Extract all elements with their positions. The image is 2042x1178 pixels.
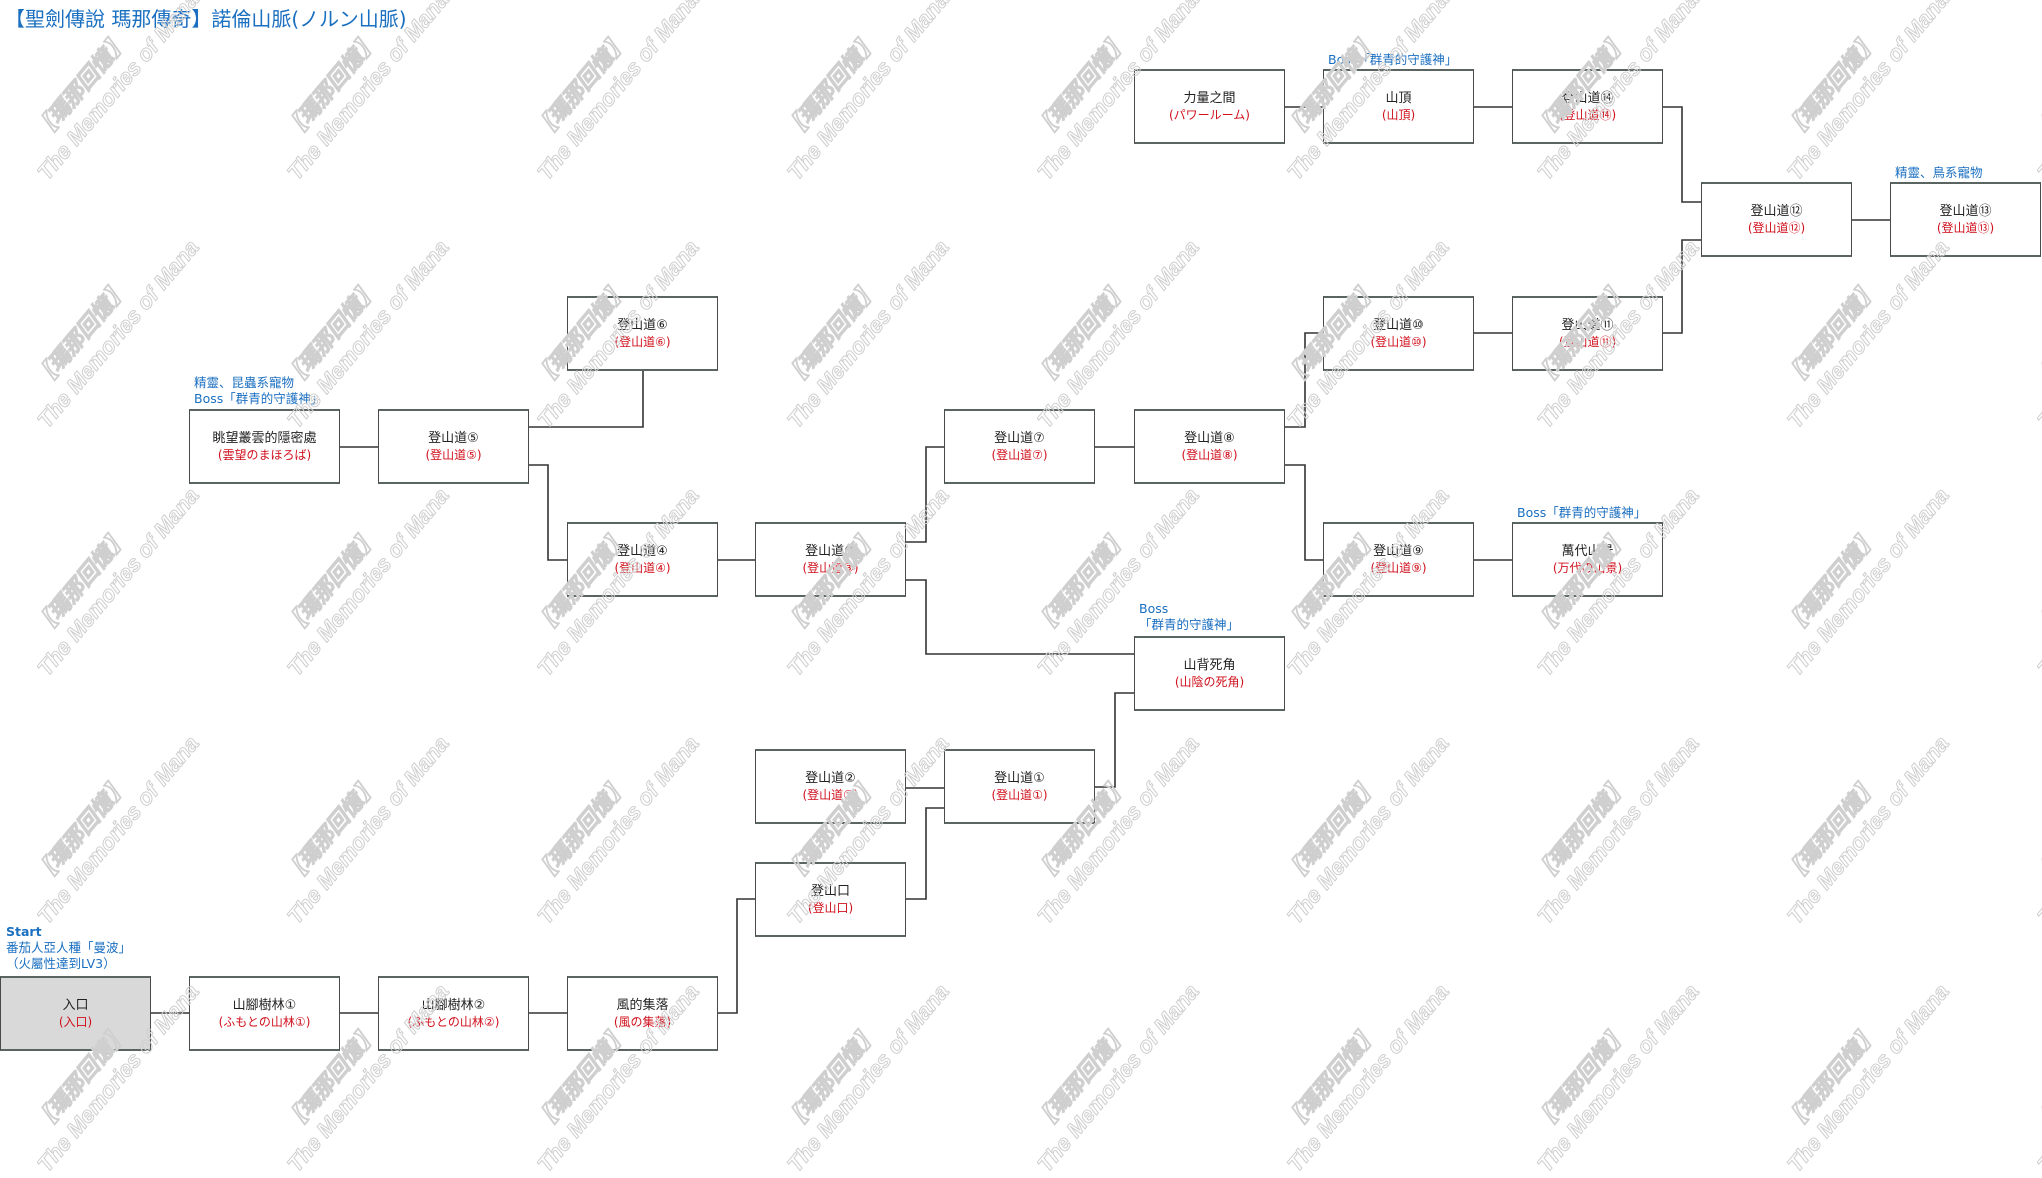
- node-subname: (登山道⑨): [1370, 561, 1427, 575]
- node-name: 登山道⑭: [1561, 91, 1614, 106]
- node-subname: (登山道⑭): [1558, 108, 1617, 122]
- node-subname: (登山道②): [802, 788, 859, 802]
- connector: [529, 464, 567, 561]
- node-name: 風的集落: [616, 998, 669, 1013]
- node-name: 入口: [62, 998, 89, 1013]
- node-hidden-cloud-view: 眺望叢雲的隱密處 (雲望のまほろば): [189, 409, 340, 484]
- node-name: 登山道④: [617, 544, 668, 559]
- node-foothill-forest-2: 山腳樹林② (ふもとの山林②): [378, 976, 529, 1051]
- node-name: 萬代山景: [1561, 544, 1614, 559]
- node-subname: (登山道⑧): [1181, 448, 1238, 462]
- blind-spot-boss-name: 「群青的守護神」: [1139, 617, 1240, 632]
- node-blind-spot: 山背死角 (山陰の死角): [1134, 636, 1285, 711]
- node-subname: (入口): [58, 1015, 93, 1029]
- node-name: 力量之間: [1183, 91, 1236, 106]
- node-name: 登山道⑨: [1373, 544, 1424, 559]
- node-subname: (登山道④): [614, 561, 671, 575]
- node-subname: (ふもとの山林①): [218, 1015, 311, 1029]
- connector: [906, 446, 944, 543]
- blind-spot-annotation: Boss 「群青的守護神」: [1139, 601, 1239, 633]
- node-subname: (登山道①): [991, 788, 1048, 802]
- node-subname: (登山道⑤): [425, 448, 482, 462]
- node-name: 登山道⑪: [1561, 318, 1614, 333]
- node-name: 登山道②: [805, 771, 856, 786]
- node-subname: (登山道⑫): [1747, 221, 1806, 235]
- eternal-view-boss-annotation: Boss「群青的守護神」: [1517, 505, 1647, 520]
- node-name: 山背死角: [1183, 658, 1236, 673]
- node-summit: 山頂 (山頂): [1323, 69, 1474, 144]
- node-subname: (ふもとの山林②): [407, 1015, 500, 1029]
- node-trail-5: 登山道⑤ (登山道⑤): [378, 409, 529, 484]
- node-trailhead: 登山口 (登山口): [755, 862, 906, 937]
- node-trail-14: 登山道⑭ (登山道⑭): [1512, 69, 1663, 144]
- node-name: 登山道①: [994, 771, 1045, 786]
- node-subname: (登山道③): [802, 561, 859, 575]
- node-name: 登山道⑦: [994, 431, 1045, 446]
- node-subname: (登山道⑩): [1370, 335, 1427, 349]
- start-condition: （火屬性達到LV3）: [6, 956, 116, 971]
- node-name: 登山道⑬: [1939, 204, 1992, 219]
- node-subname: (雲望のまほろば): [217, 448, 312, 462]
- node-name: 登山道③: [805, 544, 856, 559]
- connector: [1285, 332, 1323, 428]
- hideout-pets: 精靈、昆蟲系寵物: [194, 375, 295, 390]
- connector: [1285, 464, 1323, 561]
- node-subname: (山頂): [1381, 108, 1416, 122]
- node-trail-13: 登山道⑬ (登山道⑬): [1890, 182, 2041, 257]
- node-subname: (登山口): [807, 901, 854, 915]
- node-name: 眺望叢雲的隱密處: [212, 431, 317, 446]
- node-trail-10: 登山道⑩ (登山道⑩): [1323, 296, 1474, 371]
- node-name: 登山道⑥: [617, 318, 668, 333]
- node-name: 山腳樹林②: [421, 998, 486, 1013]
- connector: [1095, 692, 1134, 788]
- node-name: 登山口: [810, 884, 850, 899]
- trail13-pets-annotation: 精靈、鳥系寵物: [1895, 165, 1983, 180]
- node-entrance: 入口 (入口): [0, 976, 151, 1051]
- summit-boss-annotation: Boss「群青的守護神」: [1328, 52, 1458, 67]
- start-annotation: Start 番茄人亞人種「曼波」 （火屬性達到LV3）: [6, 924, 131, 972]
- node-name: 山頂: [1385, 91, 1412, 106]
- connector: [906, 579, 1134, 655]
- node-trail-8: 登山道⑧ (登山道⑧): [1134, 409, 1285, 484]
- node-subname: (登山道⑥): [614, 335, 671, 349]
- node-subname: (登山道⑬): [1936, 221, 1995, 235]
- node-name: 山腳樹林①: [232, 998, 297, 1013]
- node-wind-village: 風的集落 (風の集落): [567, 976, 718, 1051]
- node-eternal-view: 萬代山景 (万代の山景): [1512, 522, 1663, 597]
- node-subname: (山陰の死角): [1174, 675, 1245, 689]
- hideout-boss: Boss「群青的守護神」: [194, 391, 324, 406]
- node-trail-2: 登山道② (登山道②): [755, 749, 906, 824]
- node-trail-1: 登山道① (登山道①): [944, 749, 1095, 824]
- connector: [718, 898, 755, 1014]
- connector: [906, 807, 944, 900]
- node-subname: (登山道⑦): [991, 448, 1048, 462]
- node-trail-4: 登山道④ (登山道④): [567, 522, 718, 597]
- node-name: 登山道⑧: [1184, 431, 1235, 446]
- node-trail-12: 登山道⑫ (登山道⑫): [1701, 182, 1852, 257]
- node-trail-6: 登山道⑥ (登山道⑥): [567, 296, 718, 371]
- start-monster: 番茄人亞人種「曼波」: [6, 940, 132, 955]
- hideout-annotation: 精靈、昆蟲系寵物 Boss「群青的守護神」: [194, 375, 323, 407]
- connector-lines: [151, 106, 1890, 1014]
- node-foothill-forest-1: 山腳樹林① (ふもとの山林①): [189, 976, 340, 1051]
- page-title: 【聖劍傳說 瑪那傳奇】諾倫山脈(ノルン山脈): [5, 7, 407, 31]
- node-subname: (登山道⑪): [1558, 335, 1617, 349]
- node-subname: (風の集落): [613, 1015, 672, 1029]
- node-subname: (万代の山景): [1552, 561, 1623, 575]
- node-name: 登山道⑤: [428, 431, 479, 446]
- node-trail-7: 登山道⑦ (登山道⑦): [944, 409, 1095, 484]
- node-trail-3: 登山道③ (登山道③): [755, 522, 906, 597]
- node-trail-11: 登山道⑪ (登山道⑪): [1512, 296, 1663, 371]
- connector: [1663, 239, 1701, 334]
- node-power-room: 力量之間 (パワールーム): [1134, 69, 1285, 144]
- connector: [1663, 106, 1701, 203]
- node-name: 登山道⑩: [1373, 318, 1424, 333]
- node-subname: (パワールーム): [1168, 108, 1250, 122]
- node-trail-9: 登山道⑨ (登山道⑨): [1323, 522, 1474, 597]
- start-label: Start: [6, 924, 42, 939]
- node-name: 登山道⑫: [1750, 204, 1803, 219]
- connector: [529, 371, 644, 428]
- blind-spot-boss-label: Boss: [1139, 601, 1169, 616]
